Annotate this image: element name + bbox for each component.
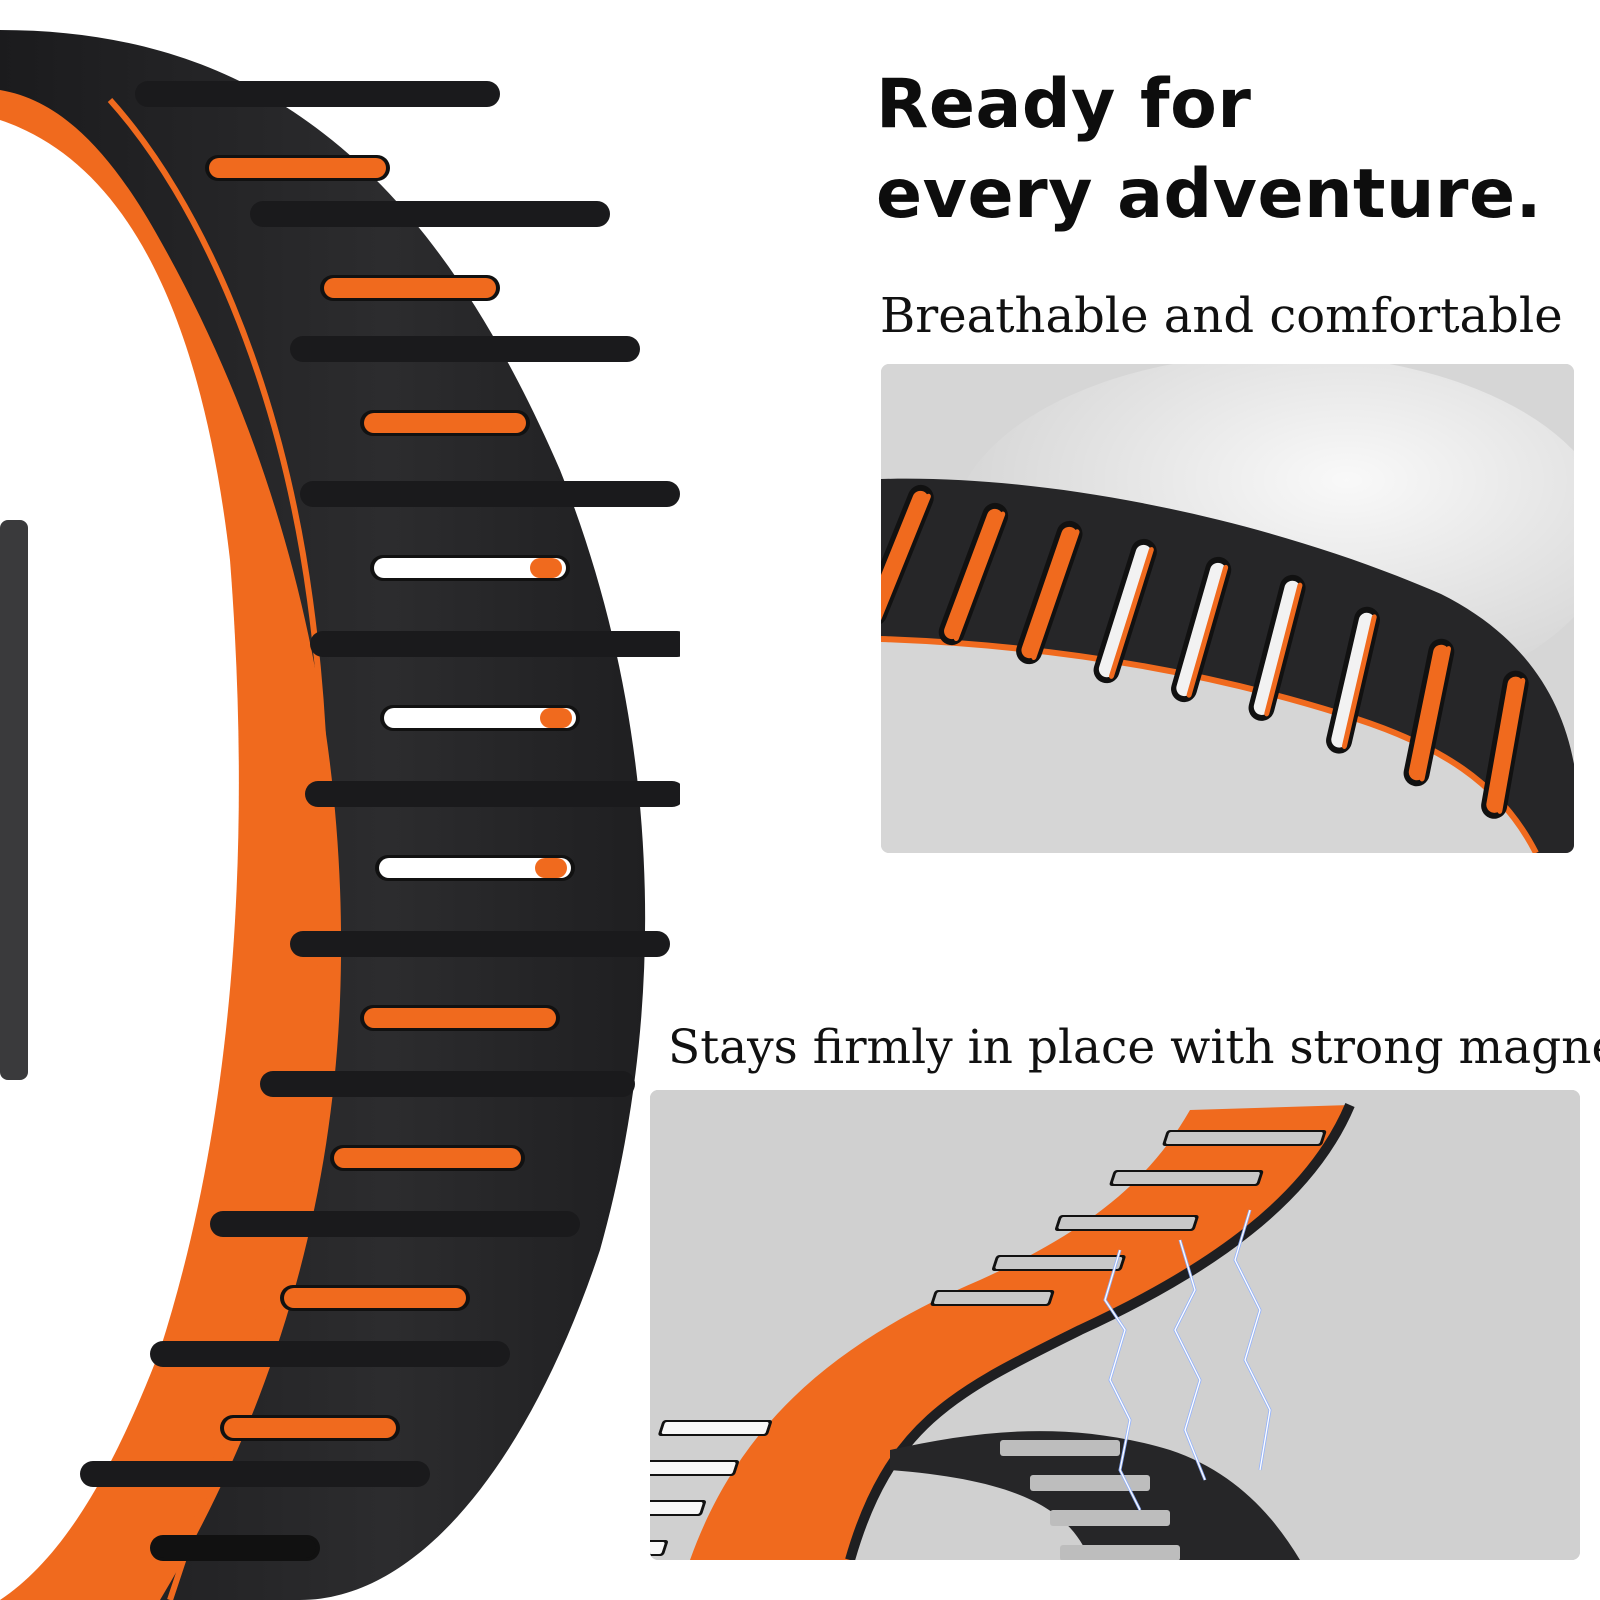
headline-line-2: every adventure.	[876, 155, 1542, 234]
magnetic-band-image	[0, 30, 680, 1600]
band-vent-slots	[150, 155, 580, 1561]
feature-caption-magnet: Stays firmly in place with strong magnet	[668, 1020, 1600, 1075]
headline-line-1: Ready for	[876, 65, 1252, 144]
headline: Ready for every adventure.	[876, 60, 1576, 240]
feature-caption-breathable: Breathable and comfortable	[880, 288, 1563, 344]
breathable-band-photo	[881, 364, 1574, 853]
band-segment-ridges	[80, 81, 680, 1487]
magnetic-clasp-photo	[650, 1090, 1580, 1560]
